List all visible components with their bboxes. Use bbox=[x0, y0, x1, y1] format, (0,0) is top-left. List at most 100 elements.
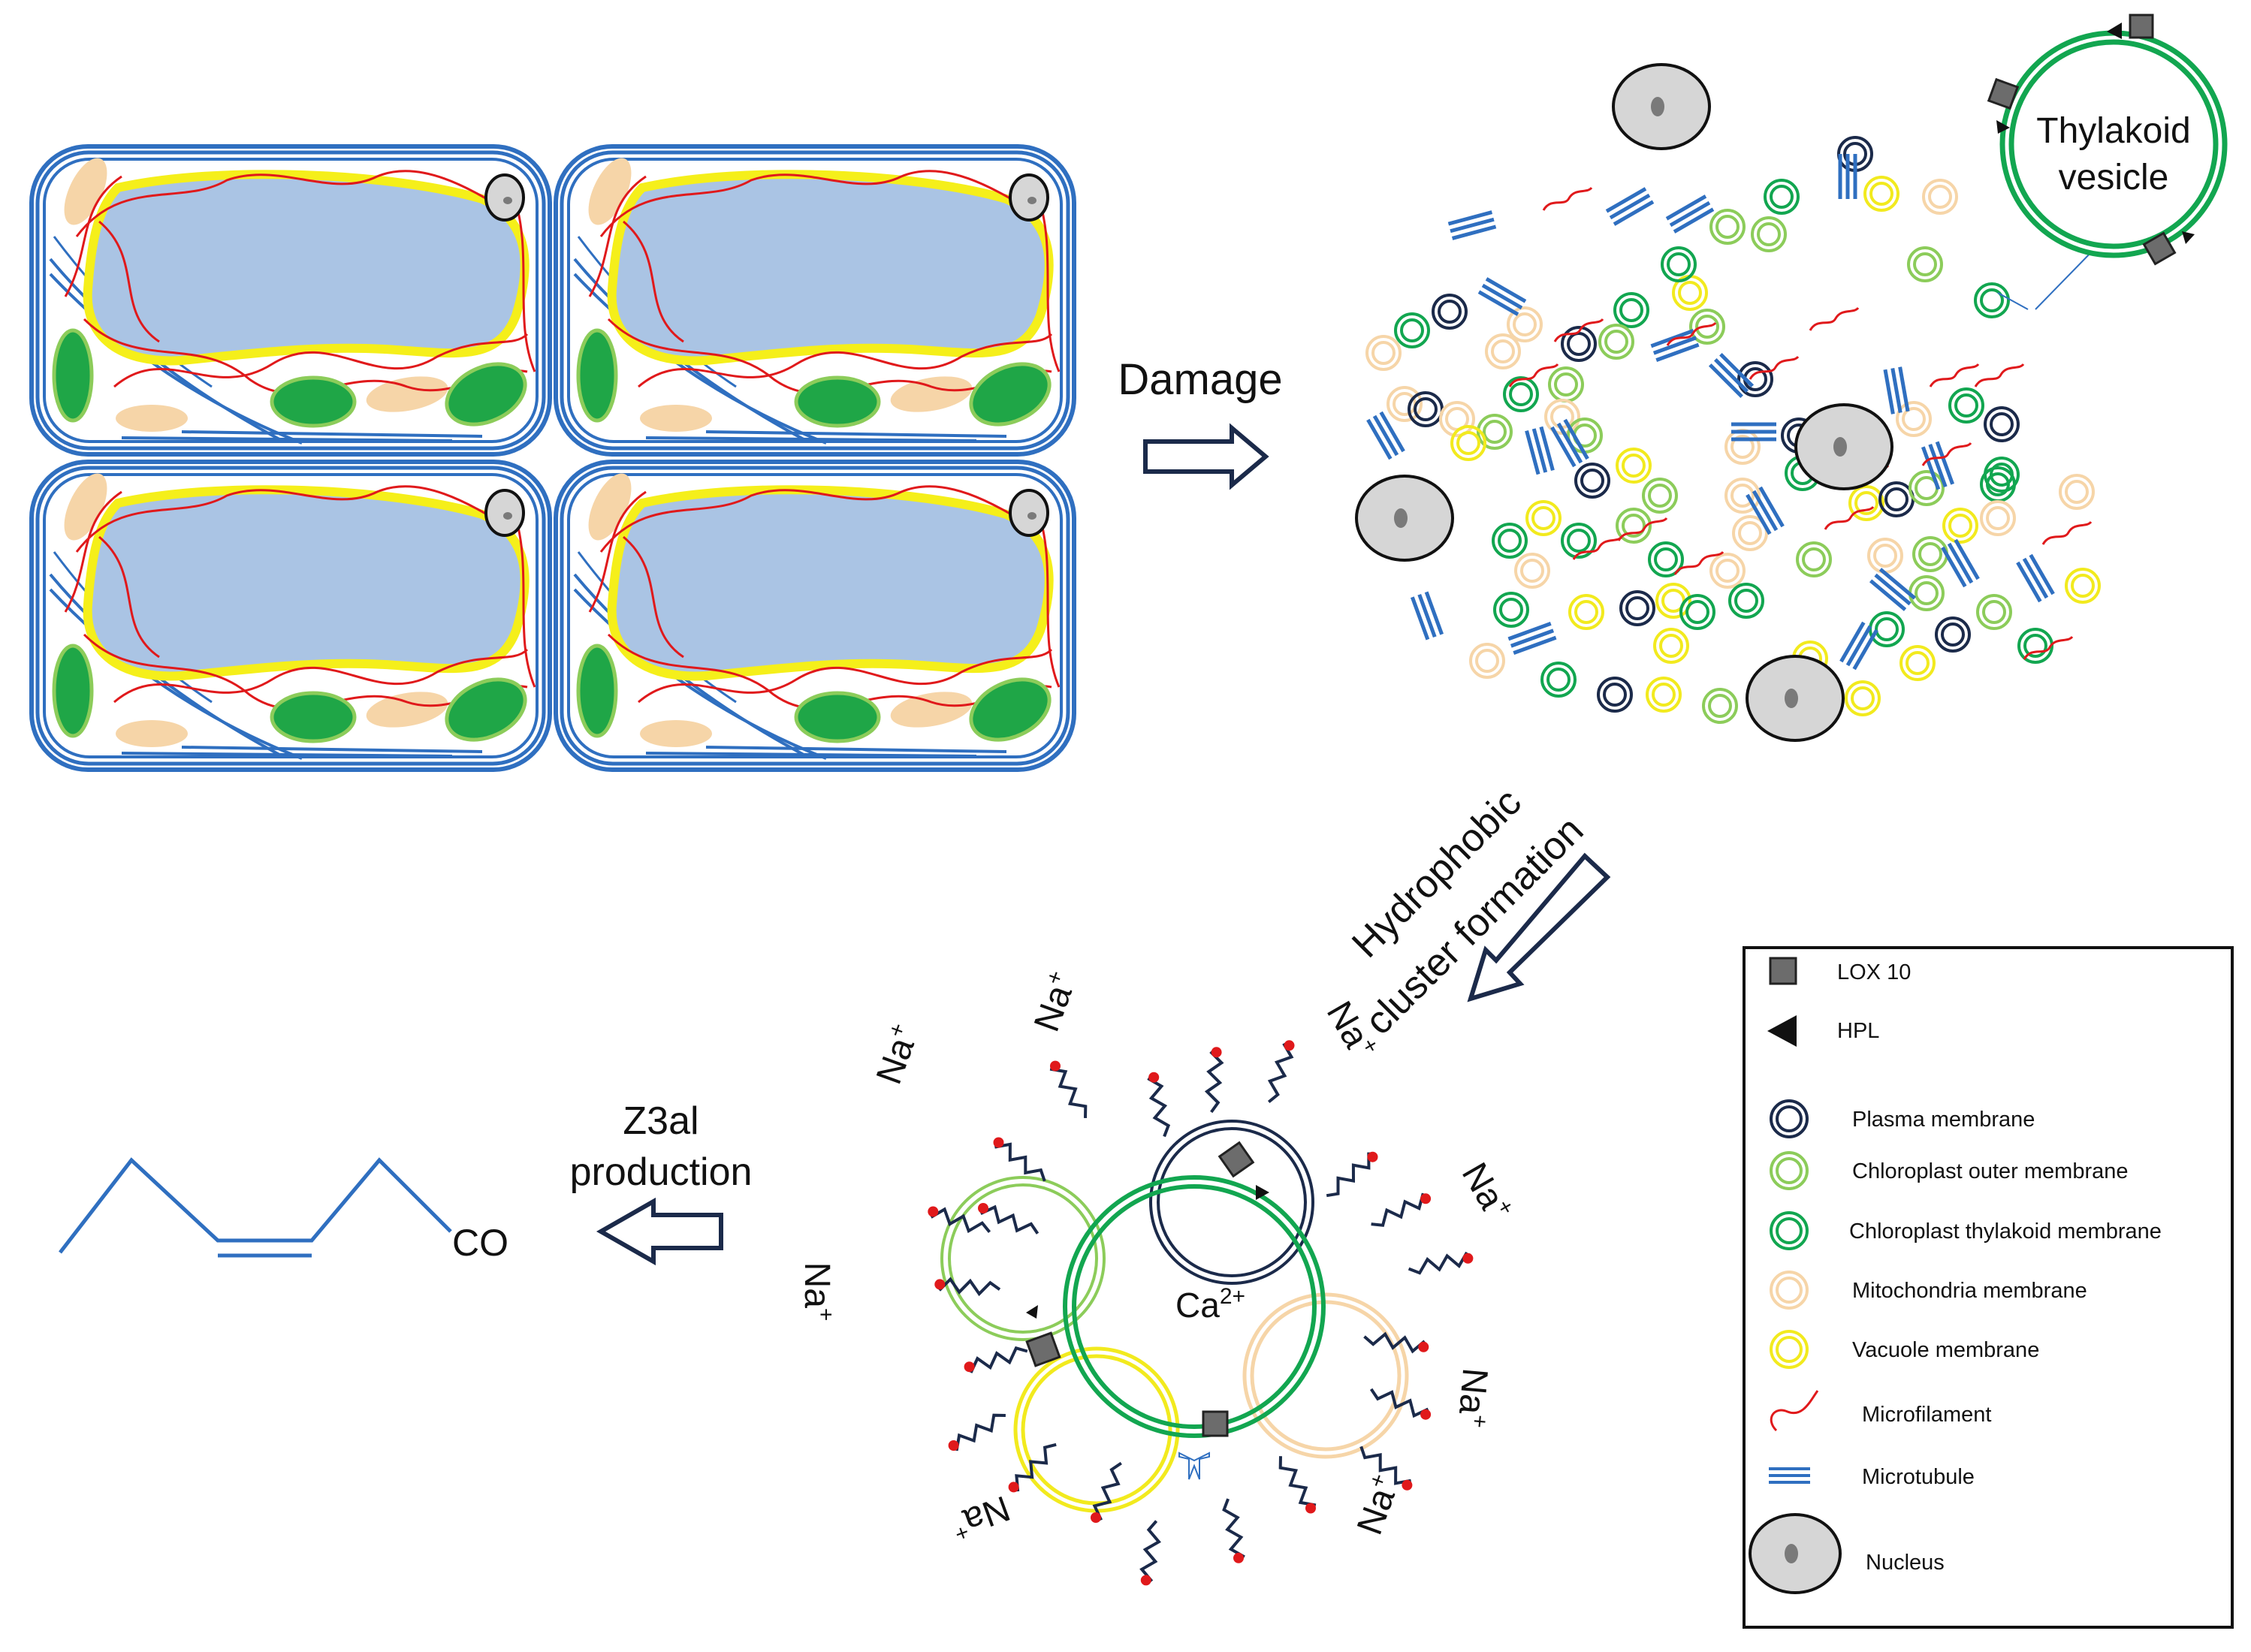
microtubule-fragment bbox=[1527, 427, 1553, 474]
lipid-tail bbox=[1147, 1072, 1171, 1138]
microtubule-fragment bbox=[1942, 540, 1978, 586]
legend-label-chloroplast-outer: Chloroplast outer membrane bbox=[1852, 1159, 2129, 1183]
chloroplast-outer-ring bbox=[1598, 324, 1634, 360]
z3al-label-line1: Z3al bbox=[623, 1099, 699, 1143]
legend-label-microtubule: Microtubule bbox=[1862, 1465, 1975, 1489]
plasma-membrane-ring bbox=[1149, 1120, 1314, 1285]
microfilament-fragment bbox=[1921, 442, 1972, 466]
chloroplast-outer-ring bbox=[1689, 309, 1725, 345]
thylakoid-membrane-ring bbox=[1063, 1175, 1326, 1438]
lipid-tail bbox=[1369, 1388, 1432, 1420]
thylakoid-vesicle-zoom: Thylakoid vesicle bbox=[1987, 14, 2228, 310]
thylakoid-ring bbox=[1764, 179, 1800, 215]
microtubule-fragment bbox=[1508, 623, 1555, 653]
microtubule-icon bbox=[1769, 1467, 1810, 1484]
thylakoid-ring bbox=[1648, 541, 1684, 577]
microtubule-fragment bbox=[1607, 188, 1653, 224]
chloroplast-outer-ring bbox=[1642, 478, 1678, 514]
vacuole-ring bbox=[1899, 645, 1936, 681]
lipid-tail bbox=[1371, 1192, 1432, 1227]
legend-label-microfilament: Microfilament bbox=[1862, 1403, 1991, 1427]
mitochondria-ring bbox=[1514, 553, 1550, 589]
thylakoid-ring bbox=[1493, 592, 1529, 628]
microfilament-icon bbox=[1770, 1390, 1819, 1432]
microtubule-fragment bbox=[1412, 592, 1441, 639]
lipid-tail bbox=[964, 1346, 1028, 1373]
microtubule-fragment bbox=[2017, 555, 2053, 601]
vacuole-ring bbox=[1845, 680, 1881, 716]
lox10-square-icon bbox=[2129, 14, 2154, 39]
nucleus bbox=[1612, 63, 1711, 150]
sodium-ions: Na+Na+Na+Na+Na+Na+Na+Na+ bbox=[797, 967, 1519, 1547]
vacuole-ring bbox=[1863, 176, 1899, 212]
sodium-ion-label: Na+ bbox=[1450, 1367, 1497, 1429]
thylakoid-ring bbox=[1492, 523, 1528, 559]
thylakoid-ring bbox=[1540, 662, 1577, 698]
mitochondria-ring bbox=[1724, 478, 1761, 514]
sodium-ion-label: Na+ bbox=[797, 1262, 838, 1322]
chloroplast-outer-ring bbox=[1976, 594, 2012, 630]
plasma-membrane-ring bbox=[1619, 590, 1655, 626]
vacuole-ring bbox=[1616, 448, 1652, 484]
chloroplast-outer-membrane-ring bbox=[940, 1176, 1106, 1341]
hpl-triangle-icon bbox=[2107, 23, 2122, 39]
legend-box bbox=[1743, 946, 2234, 1629]
vacuole-ring bbox=[1525, 500, 1562, 536]
plasma-membrane-ring bbox=[1574, 463, 1610, 499]
legend-label-lox10: LOX 10 bbox=[1837, 960, 1911, 984]
microfilament-fragment bbox=[1553, 318, 1604, 342]
thylakoid-ring bbox=[1984, 457, 2020, 493]
nucleus bbox=[1355, 475, 1454, 562]
lipid-tail bbox=[978, 1203, 1040, 1234]
plant-cell bbox=[32, 146, 550, 454]
thylakoid-ring bbox=[2017, 628, 2053, 664]
lipid-tail bbox=[1008, 1442, 1057, 1493]
mitochondria-membrane-ring bbox=[1242, 1292, 1409, 1459]
mitochondria-ring bbox=[1724, 429, 1761, 465]
vacuole-ring bbox=[1942, 508, 1978, 544]
plasma-membrane-ring bbox=[1408, 391, 1444, 427]
lipid-tail bbox=[948, 1413, 1006, 1452]
plant-cell bbox=[556, 146, 1074, 454]
mitochondria-ring bbox=[1922, 179, 1958, 215]
sodium-ion-label: Na+ bbox=[1025, 967, 1085, 1037]
mitochondria-ring bbox=[1485, 333, 1521, 369]
plant-cell bbox=[32, 462, 550, 770]
lipid-tail bbox=[1363, 1331, 1429, 1354]
lox10-square-icon bbox=[1025, 1331, 1061, 1367]
chloroplast-outer-ring-icon bbox=[1770, 1151, 1809, 1190]
microtubule-fragment bbox=[1923, 442, 1952, 489]
chloroplast-outer-ring bbox=[1702, 688, 1738, 724]
co-group-label: CO bbox=[452, 1222, 508, 1264]
microtubule-fragment bbox=[1840, 154, 1855, 199]
microtubule-fragment bbox=[1667, 196, 1713, 231]
vacuole-ring bbox=[1450, 425, 1486, 461]
nucleus bbox=[1746, 655, 1845, 742]
lox10-square-icon bbox=[1769, 957, 1797, 985]
vacuole-ring bbox=[1568, 594, 1604, 630]
chloroplast-outer-ring bbox=[1548, 366, 1584, 402]
thylakoid-ring bbox=[1974, 282, 2010, 318]
microfilament-fragment bbox=[1974, 363, 2025, 387]
lipid-tail bbox=[993, 1137, 1046, 1182]
microtubule-fragment bbox=[1871, 569, 1915, 610]
lox10-square-icon bbox=[2142, 231, 2177, 266]
mitochondria-ring bbox=[1365, 335, 1402, 371]
lipid-tail bbox=[1359, 1446, 1413, 1491]
microfilament-fragment bbox=[1617, 517, 1668, 541]
plasma-membrane-ring bbox=[1878, 481, 1915, 517]
mitochondria-ring-icon bbox=[1770, 1271, 1809, 1310]
hpl-triangle-icon bbox=[1256, 1185, 1269, 1200]
lipid-tail bbox=[1222, 1498, 1245, 1563]
calcium-ion-label: Ca2+ bbox=[1175, 1284, 1245, 1325]
z3al-production-arrow-icon bbox=[596, 1197, 723, 1266]
hpl-triangle-icon bbox=[1996, 120, 2010, 134]
thylakoid-ring bbox=[1728, 583, 1764, 619]
mitochondria-ring bbox=[1896, 401, 1932, 437]
plasma-membrane-ring bbox=[1597, 677, 1633, 713]
legend-label-mitochondria: Mitochondria membrane bbox=[1852, 1279, 2087, 1303]
mitochondria-ring bbox=[1709, 553, 1746, 589]
lipid-tail bbox=[1326, 1151, 1378, 1198]
lox10-square-icon bbox=[1218, 1141, 1255, 1178]
